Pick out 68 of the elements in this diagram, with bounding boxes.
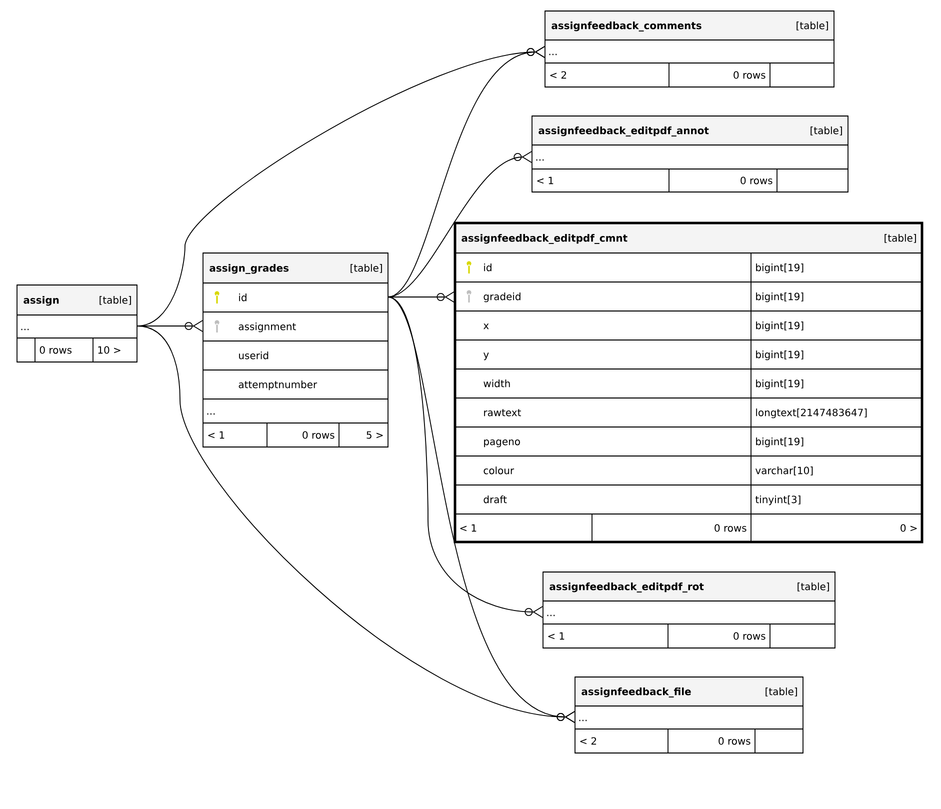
ellipsis: ... [207,413,215,415]
ellipsis: ... [21,328,29,330]
row-count: 0 rows [302,431,334,439]
table-title: assignfeedback_editpdf_rot [550,582,704,592]
column-name: attemptnumber [238,380,318,390]
row-count: 0 rows [718,737,750,745]
column-type: bigint[19] [756,322,804,332]
table-tag: [table] [796,22,828,30]
table-tag: [table] [350,264,382,273]
column-type: tinyint[3] [755,496,800,506]
column-type: longtext[2147483647] [756,408,867,418]
column-name: width [484,380,510,388]
row-count: 0 rows [740,176,772,184]
table [532,116,848,192]
footer-cell: 0 > [900,524,917,532]
column-type: bigint[19] [756,438,804,448]
column-type: bigint[19] [756,292,804,302]
relationship-line [388,291,455,303]
relationship-line [388,46,545,298]
ellipsis: ... [579,720,587,722]
column-name: id [484,264,492,272]
ellipsis: ... [547,614,555,616]
table-title: assign_grades [210,264,289,274]
relationship-line [388,296,575,723]
table-title: assignfeedback_editpdf_annot [538,126,709,136]
footer-cell: < 1 [208,431,224,439]
table [454,222,924,544]
footer-cell: < 1 [460,524,476,532]
column-name: userid [239,352,268,360]
footer-cell: < 1 [548,632,564,640]
row-count: 0 rows [40,346,72,354]
column-name: id [239,294,246,302]
footer-cell: 5 > [366,431,383,439]
table [542,572,836,648]
table-tag: [table] [766,688,797,696]
column-name: gradeid [484,292,520,302]
column-name: pageno [484,440,520,448]
column-type: bigint[19] [756,350,804,360]
table-title: assignfeedback_file [582,688,691,698]
footer-cell: < 1 [537,176,554,184]
column-type: bigint[19] [756,264,804,274]
row-count: 0 rows [734,71,766,79]
table [574,676,804,754]
table [544,10,834,88]
column-name: x [483,324,489,330]
column-type: varchar[10] [756,466,813,476]
ellipsis: ... [549,54,557,56]
ellipsis: ... [536,159,544,161]
row-count: 0 rows [734,632,766,640]
column-name: colour [484,466,514,474]
table-tag: [table] [810,126,842,136]
table-title: assignfeedback_comments [552,22,702,32]
column-name: y [484,352,489,360]
table [202,252,388,448]
table [16,284,138,362]
column-name: draft [484,496,507,504]
table-tag: [table] [884,234,916,243]
column-type: bigint[19] [756,380,804,390]
row-count: 0 rows [714,524,746,532]
table-title: assign [24,296,59,306]
footer-cell: 10 > [98,346,120,354]
column-name: rawtext [484,409,521,416]
table-tag: [table] [798,582,829,592]
footer-cell: < 2 [550,71,566,79]
table-tag: [table] [100,296,131,305]
table-title: assignfeedback_editpdf_cmnt [462,234,628,244]
footer-cell: < 2 [580,737,596,745]
column-name: assignment [238,322,296,332]
